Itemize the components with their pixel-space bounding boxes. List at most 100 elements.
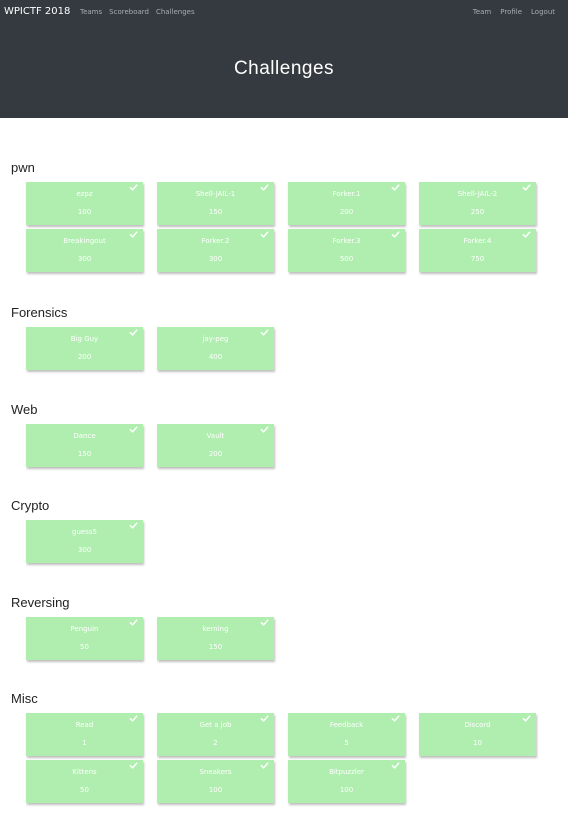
challenge-card[interactable]: Shell-JAIL-2 250 bbox=[419, 182, 536, 225]
check-icon bbox=[260, 619, 269, 626]
check-icon bbox=[129, 184, 138, 191]
check-icon bbox=[391, 231, 400, 238]
challenge-points: 100 bbox=[77, 208, 92, 216]
challenge-name: Forker.4 bbox=[463, 237, 492, 245]
challenge-points: 250 bbox=[470, 208, 485, 216]
challenge-name: Dance bbox=[73, 432, 96, 440]
challenge-points: 200 bbox=[339, 208, 354, 216]
check-icon bbox=[391, 762, 400, 769]
nav-link-teams[interactable]: Teams bbox=[80, 8, 103, 16]
challenge-points: 150 bbox=[77, 450, 92, 458]
challenge-name: Forker.3 bbox=[332, 237, 361, 245]
challenge-name: Big Guy bbox=[70, 335, 99, 343]
challenge-card[interactable]: Shell-JAIL-1 150 bbox=[157, 182, 274, 225]
check-icon bbox=[129, 231, 138, 238]
nav-link-profile[interactable]: Profile bbox=[500, 8, 523, 16]
check-icon bbox=[522, 231, 531, 238]
challenge-name: ezpz bbox=[76, 190, 93, 198]
check-icon bbox=[260, 184, 269, 191]
check-icon bbox=[129, 329, 138, 336]
challenge-card[interactable]: ezpz 100 bbox=[26, 182, 143, 225]
challenge-name: Forker.1 bbox=[332, 190, 361, 198]
challenge-name: Forker.2 bbox=[201, 237, 230, 245]
challenge-points: 300 bbox=[77, 255, 92, 263]
challenge-name: Vault bbox=[206, 432, 225, 440]
brand-logo[interactable]: WPICTF 2018 bbox=[4, 6, 71, 17]
nav-right: Team Profile Logout bbox=[473, 8, 555, 16]
check-icon bbox=[260, 329, 269, 336]
check-icon bbox=[522, 715, 531, 722]
check-icon bbox=[260, 715, 269, 722]
challenge-card[interactable]: Dance 150 bbox=[26, 424, 143, 467]
category-title: Forensics bbox=[11, 305, 68, 320]
check-icon bbox=[129, 522, 138, 529]
challenge-name: Bitpuzzler bbox=[329, 768, 364, 776]
challenge-card[interactable]: Breakingout 300 bbox=[26, 229, 143, 272]
category-title: pwn bbox=[11, 160, 35, 175]
challenge-name: Breakingout bbox=[63, 237, 106, 245]
challenge-card[interactable]: Forker.4 750 bbox=[419, 229, 536, 272]
challenge-name: Shell-JAIL-1 bbox=[195, 190, 236, 198]
nav-link-team[interactable]: Team bbox=[472, 8, 492, 16]
category-title: Crypto bbox=[11, 498, 50, 513]
check-icon bbox=[260, 426, 269, 433]
nav-link-challenges[interactable]: Challenges bbox=[155, 8, 195, 16]
challenge-points: 2 bbox=[213, 739, 218, 747]
check-icon bbox=[129, 715, 138, 722]
challenge-name: jay-peg bbox=[202, 335, 229, 343]
challenge-name: Discord bbox=[464, 721, 491, 729]
challenge-card[interactable]: Bitpuzzler 100 bbox=[288, 760, 405, 803]
challenge-name: kerning bbox=[202, 625, 229, 633]
nav-left: Teams Scoreboard Challenges bbox=[80, 8, 195, 16]
challenge-points: 50 bbox=[80, 643, 89, 651]
challenge-card[interactable]: Feedback 5 bbox=[288, 713, 405, 756]
challenge-name: Read bbox=[75, 721, 94, 729]
challenge-points: 200 bbox=[77, 353, 92, 361]
challenge-points: 150 bbox=[208, 208, 223, 216]
challenge-name: Penguin bbox=[70, 625, 99, 633]
challenge-card[interactable]: Penguin 50 bbox=[26, 617, 143, 660]
check-icon bbox=[391, 715, 400, 722]
page-header: Challenges bbox=[0, 24, 568, 118]
challenge-points: 750 bbox=[470, 255, 485, 263]
check-icon bbox=[260, 762, 269, 769]
navbar: WPICTF 2018 Teams Scoreboard Challenges … bbox=[0, 0, 568, 24]
challenge-points: 50 bbox=[80, 786, 89, 794]
challenge-points: 300 bbox=[77, 546, 92, 554]
challenge-card[interactable]: Vault 200 bbox=[157, 424, 274, 467]
challenge-card[interactable]: Forker.1 200 bbox=[288, 182, 405, 225]
challenge-points: 100 bbox=[208, 786, 223, 794]
challenge-name: Feedback bbox=[329, 721, 364, 729]
check-icon bbox=[129, 426, 138, 433]
challenge-points: 5 bbox=[344, 739, 349, 747]
challenge-points: 500 bbox=[339, 255, 354, 263]
challenge-card[interactable]: Discord 10 bbox=[419, 713, 536, 756]
challenge-card[interactable]: Get a job 2 bbox=[157, 713, 274, 756]
challenge-name: Shell-JAIL-2 bbox=[457, 190, 498, 198]
challenge-points: 100 bbox=[339, 786, 354, 794]
challenge-points: 200 bbox=[208, 450, 223, 458]
category-title: Reversing bbox=[11, 595, 70, 610]
nav-link-logout[interactable]: Logout bbox=[531, 8, 555, 16]
challenge-points: 10 bbox=[473, 739, 482, 747]
category-title: Web bbox=[11, 402, 38, 417]
challenge-grid: Dance 150 Vault 200 bbox=[26, 424, 536, 467]
nav-link-scoreboard[interactable]: Scoreboard bbox=[109, 8, 149, 16]
category-title: Misc bbox=[11, 691, 38, 706]
challenge-grid: ezpz 100 Shell-JAIL-1 150 Forker.1 200 Shell-J… bbox=[26, 182, 536, 272]
challenge-name: Get a job bbox=[199, 721, 232, 729]
check-icon bbox=[129, 619, 138, 626]
challenge-card[interactable]: Forker.3 500 bbox=[288, 229, 405, 272]
challenge-card[interactable]: Big Guy 200 bbox=[26, 327, 143, 370]
check-icon bbox=[522, 184, 531, 191]
